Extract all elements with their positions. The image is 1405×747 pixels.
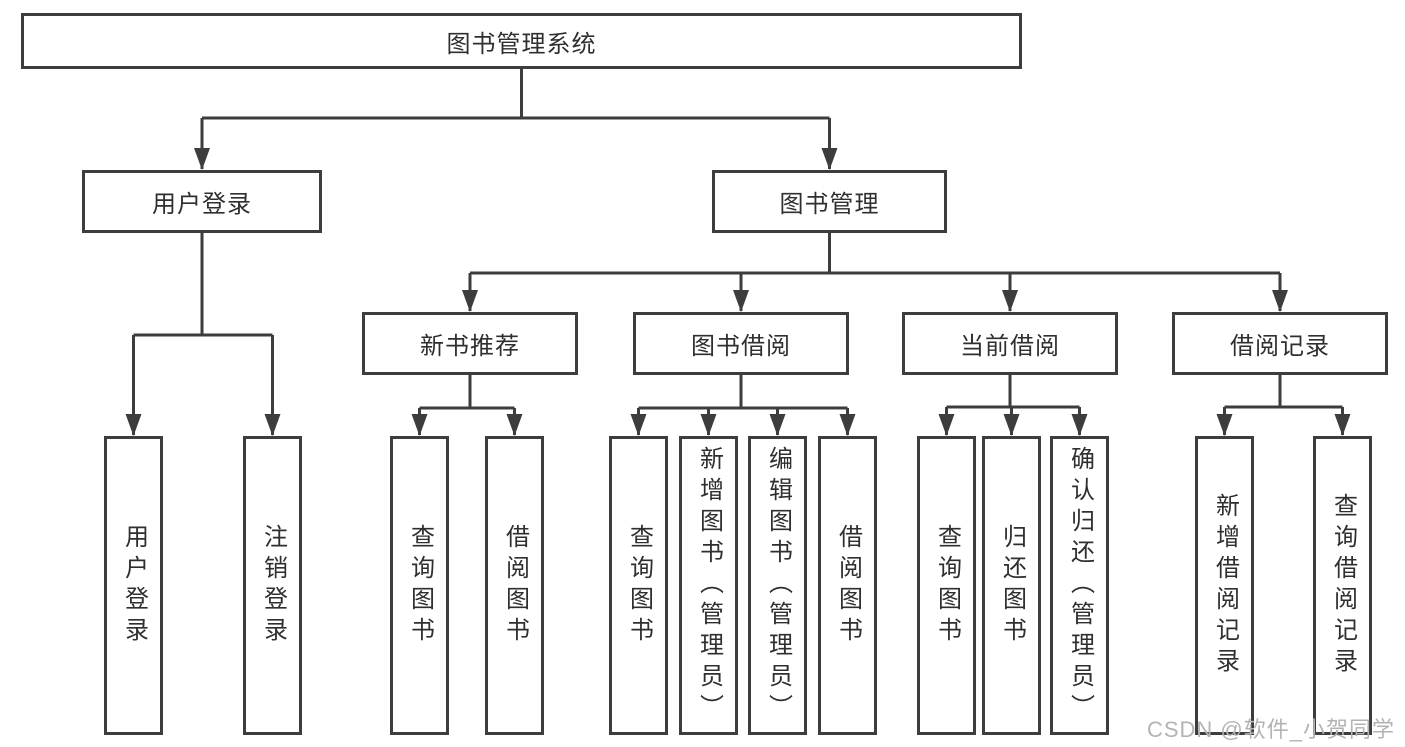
leaf-query-books-current: 查询图书	[917, 436, 976, 735]
node-root: 图书管理系统	[21, 13, 1022, 69]
leaf-confirm-return-admin: 确认归还（管理员）	[1050, 436, 1109, 735]
node-new-book-recommendation: 新书推荐	[362, 312, 578, 375]
leaf-edit-book-admin: 编辑图书（管理员）	[748, 436, 807, 735]
leaf-return-books: 归还图书	[982, 436, 1041, 735]
leaf-query-books-borrowing: 查询图书	[609, 436, 668, 735]
node-user-login: 用户登录	[82, 170, 322, 233]
leaf-borrow-books-borrowing: 借阅图书	[818, 436, 877, 735]
node-current-borrowing: 当前借阅	[902, 312, 1118, 375]
leaf-logout: 注销登录	[243, 436, 302, 735]
leaf-query-borrow-record: 查询借阅记录	[1313, 436, 1372, 735]
leaf-user-login: 用户登录	[104, 436, 163, 735]
node-book-borrowing: 图书借阅	[633, 312, 849, 375]
leaf-add-book-admin: 新增图书（管理员）	[679, 436, 738, 735]
node-book-management: 图书管理	[712, 170, 947, 233]
leaf-query-books-recommend: 查询图书	[390, 436, 449, 735]
watermark: CSDN @软件_小贺同学	[1146, 717, 1395, 742]
leaf-add-borrow-record: 新增借阅记录	[1195, 436, 1254, 735]
leaf-borrow-books-recommend: 借阅图书	[485, 436, 544, 735]
node-borrowing-records: 借阅记录	[1172, 312, 1388, 375]
